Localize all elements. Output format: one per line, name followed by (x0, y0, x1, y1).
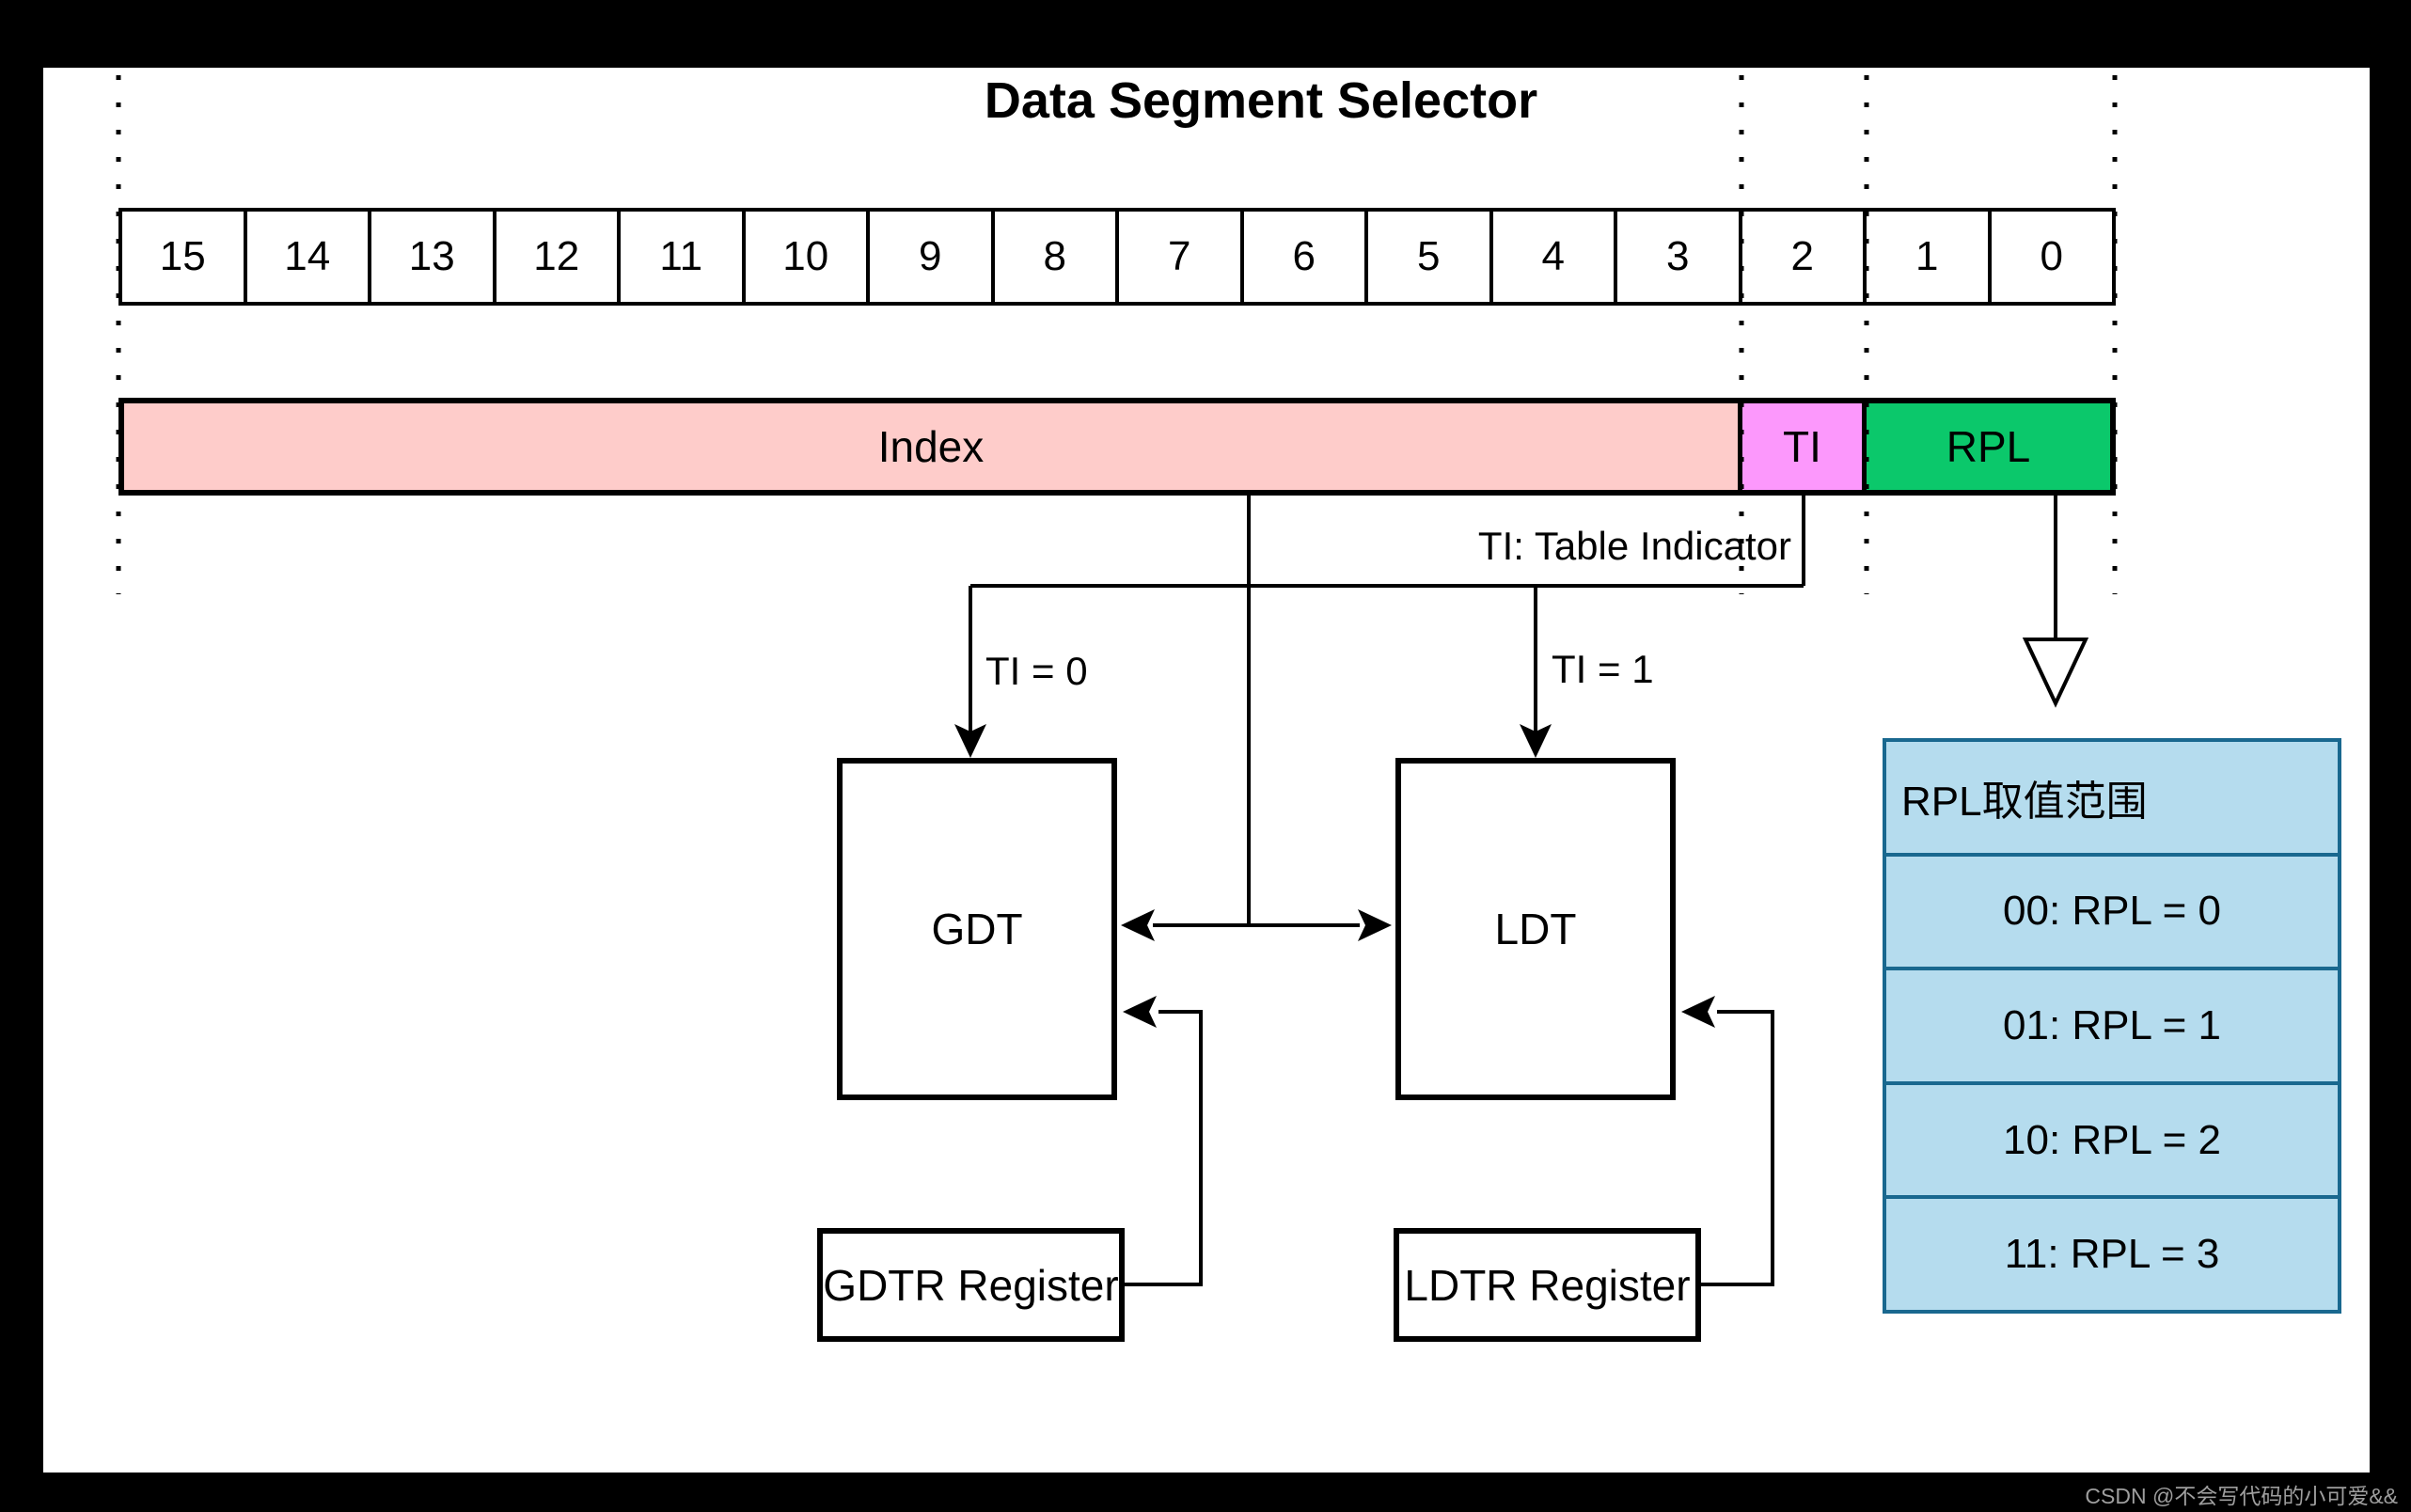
bit-cell-14: 14 (243, 212, 369, 302)
ti-note-label: TI: Table Indicator (1477, 524, 1791, 568)
watermark: CSDN @不会写代码的小可爱&& (2085, 1484, 2398, 1508)
ti0-arrowhead-icon (954, 724, 986, 758)
bit-number-row: 15 14 13 12 11 10 9 8 7 6 5 4 3 2 1 0 (118, 208, 2116, 306)
ti-field: TI (1738, 403, 1862, 490)
bit-cell-5: 5 (1364, 212, 1489, 302)
gdtr-arrowhead-icon (1123, 996, 1157, 1028)
bit-cell-8: 8 (990, 212, 1116, 302)
bit-cell-0: 0 (1987, 212, 2113, 302)
bit-cell-15: 15 (159, 233, 206, 279)
ti0-label: TI = 0 (985, 649, 1088, 693)
rpl-table-header: RPL取值范围 (1901, 778, 2148, 825)
gdtr-connector-line (1125, 1010, 1203, 1286)
page-title: Data Segment Selector (984, 72, 1538, 129)
rpl-table-row-3: 11: RPL = 3 (1886, 1195, 2338, 1310)
rpl-table-row-0: 00: RPL = 0 (1886, 852, 2338, 968)
ti1-label: TI = 1 (1552, 647, 1654, 691)
bit-cell-10: 10 (741, 212, 867, 302)
ldt-box: LDT (1395, 758, 1676, 1100)
ti1-arrowhead-icon (1520, 724, 1552, 758)
rpl-table-row-2: 10: RPL = 2 (1886, 1080, 2338, 1196)
bit-cell-1: 1 (1863, 212, 1988, 302)
rpl-hollow-arrowhead-icon (2022, 638, 2089, 708)
bit-cell-12: 12 (492, 212, 618, 302)
index-field: Index (124, 403, 1738, 490)
gdt-ldt-right-arrowhead-icon (1358, 909, 1392, 941)
bit-cell-2: 2 (1738, 212, 1864, 302)
dotted-guides (116, 75, 2118, 594)
bit-cell-3: 3 (1614, 212, 1739, 302)
rpl-range-table: RPL取值范围 00: RPL = 0 01: RPL = 1 10: RPL … (1883, 738, 2341, 1314)
gdt-ldt-left-arrowhead-icon (1121, 909, 1155, 941)
ldtr-connector-line (1701, 1010, 1774, 1286)
bit-cell-13: 13 (368, 212, 493, 302)
ldtr-arrowhead-icon (1681, 996, 1715, 1028)
ldtr-register-box: LDTR Register (1394, 1228, 1701, 1342)
bit-cell-4: 4 (1489, 212, 1615, 302)
bit-cell-7: 7 (1115, 212, 1240, 302)
bit-cell-6: 6 (1239, 212, 1365, 302)
gdtr-register-box: GDTR Register (817, 1228, 1125, 1342)
rpl-field: RPL (1862, 403, 2110, 490)
bit-cell-11: 11 (617, 212, 742, 302)
rpl-table-row-1: 01: RPL = 1 (1886, 967, 2338, 1081)
gdt-box: GDT (837, 758, 1117, 1100)
segment-selector-bar: Index TI RPL (118, 398, 2116, 496)
bit-cell-9: 9 (866, 212, 991, 302)
